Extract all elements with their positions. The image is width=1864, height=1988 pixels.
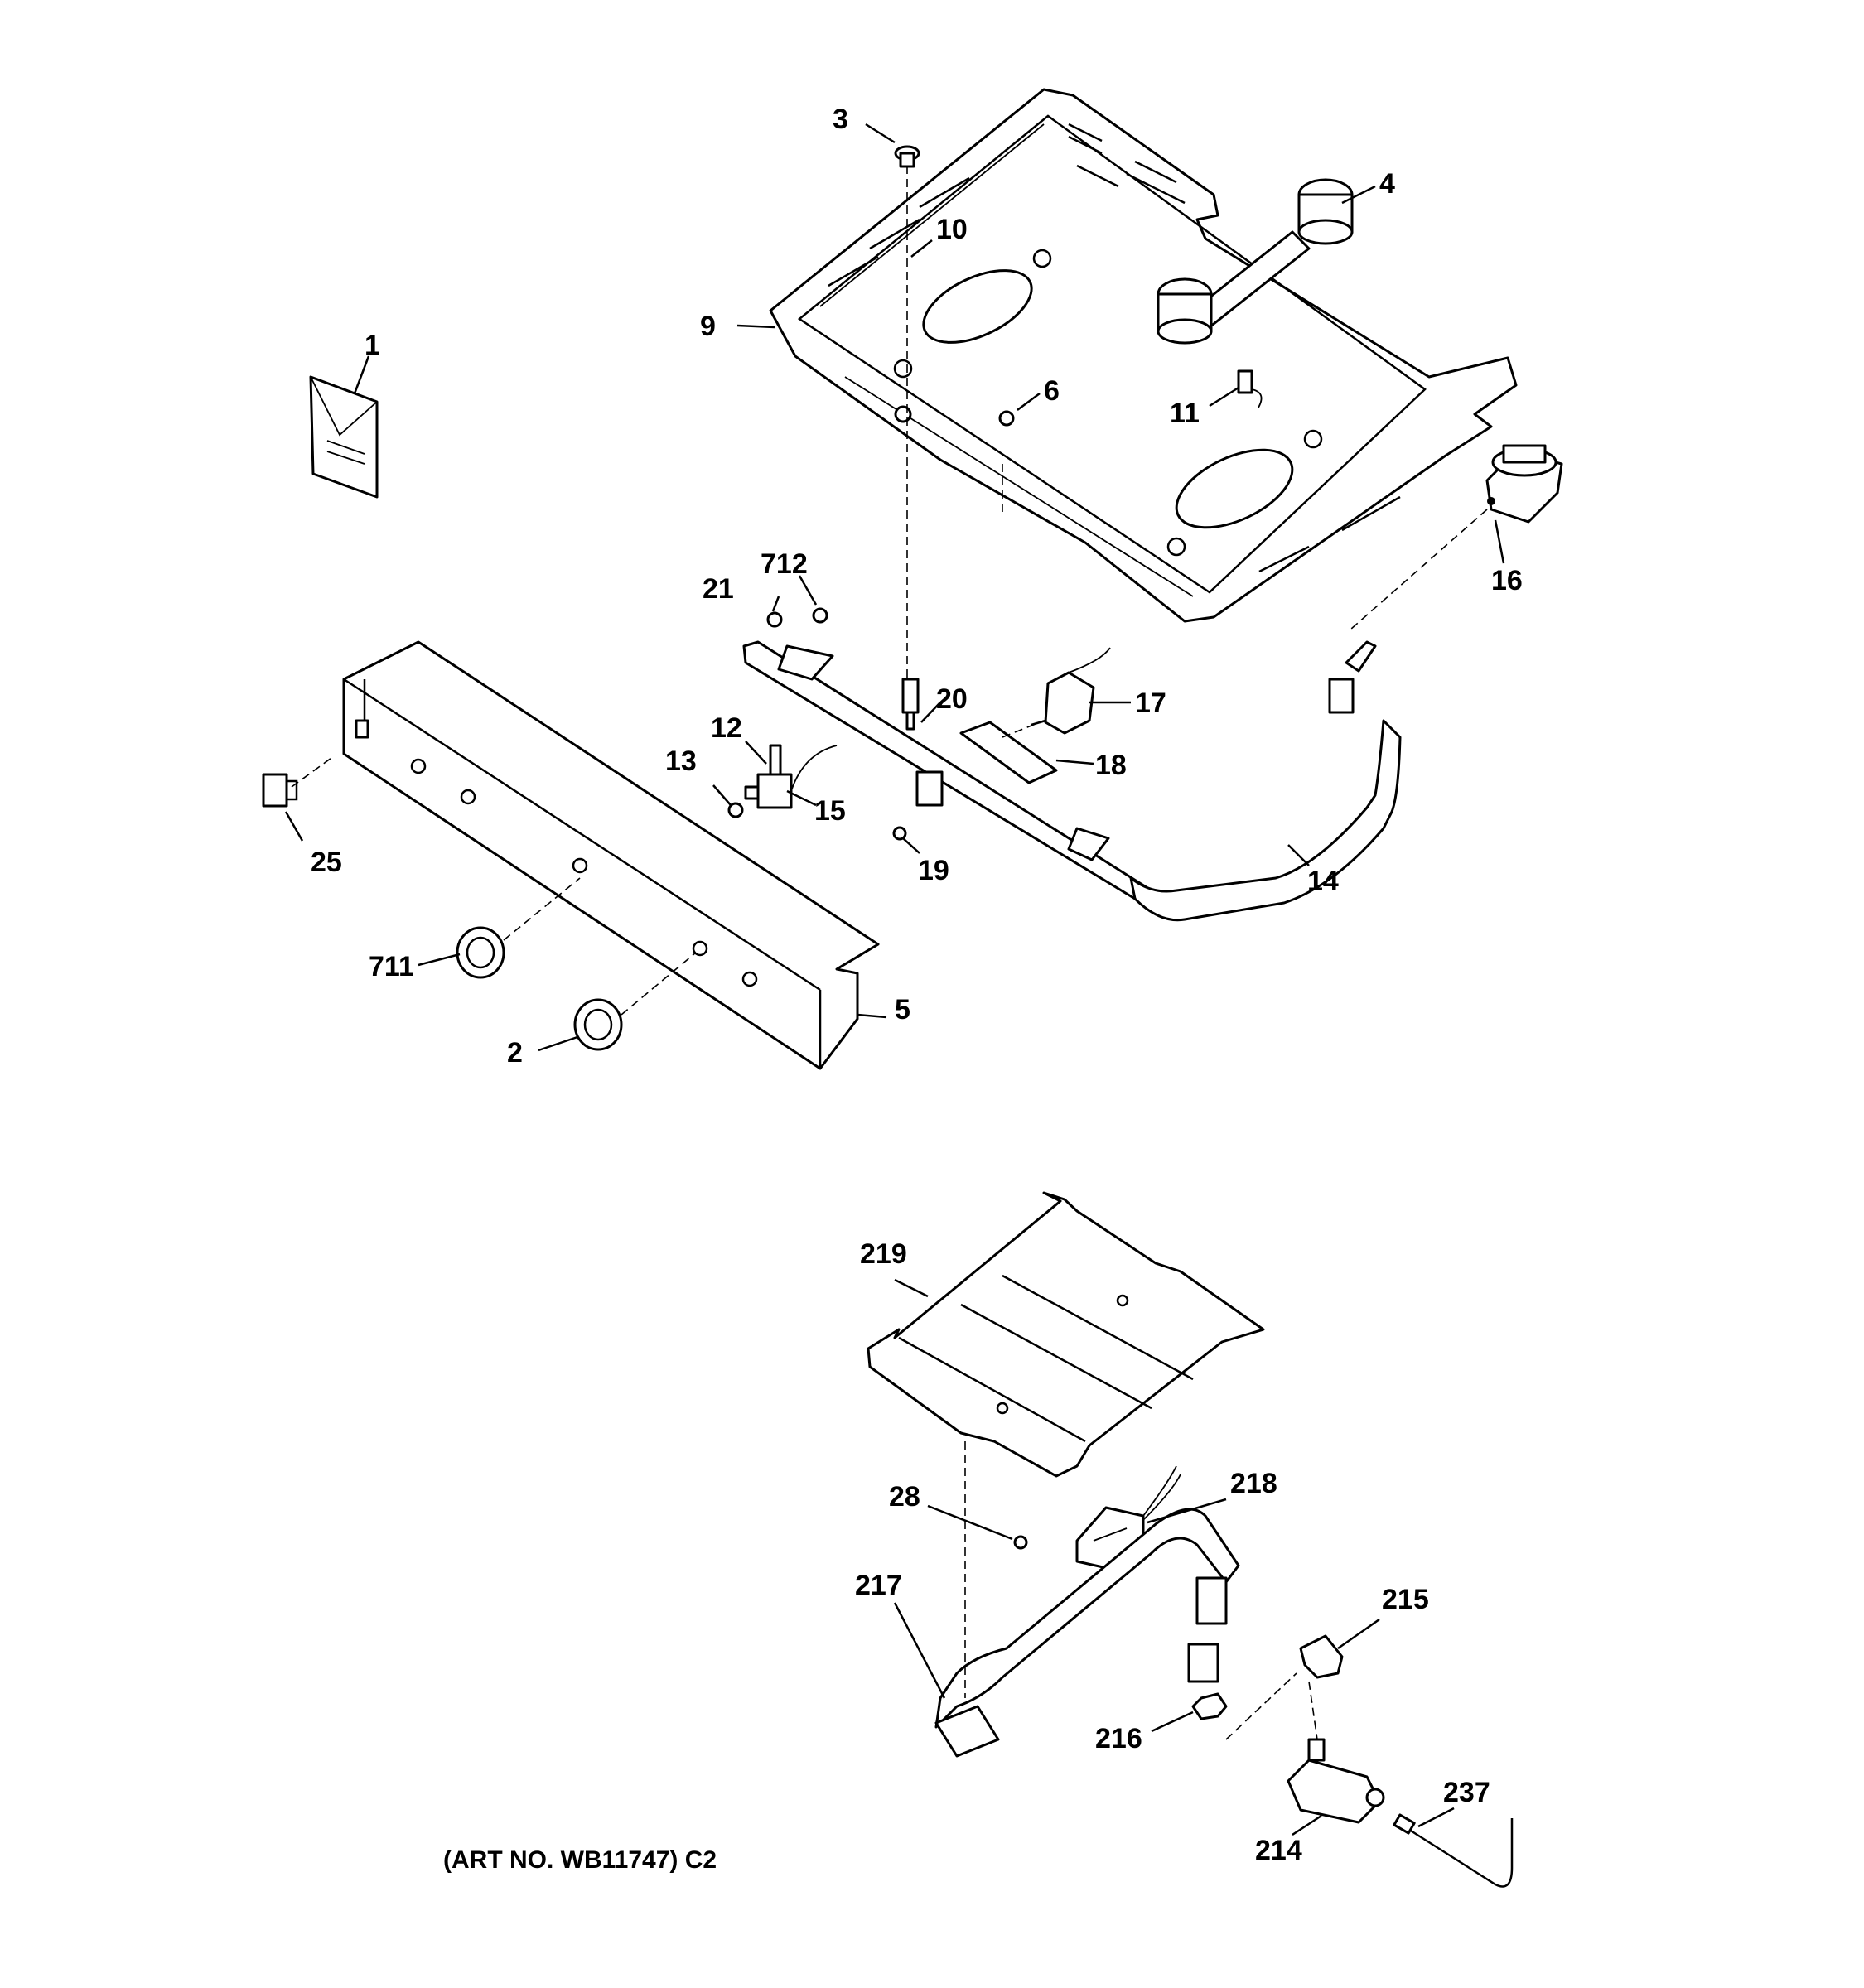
alignment-line [503,877,581,941]
hex-nut [1191,1692,1228,1720]
screw-712 [812,607,828,624]
callout-10: 10 [936,214,968,245]
alignment-line [291,757,332,788]
capillary-tube [1393,1813,1514,1888]
callout-12: 12 [711,712,742,744]
alignment-line [1225,1672,1297,1740]
manifold-panel [342,640,880,1070]
callout-14: 14 [1307,866,1339,897]
orifice-holder [1187,1643,1219,1683]
gas-manifold [742,640,1153,905]
callout-1: 1 [365,330,380,361]
callout-219: 219 [860,1238,907,1270]
callout-3: 3 [833,104,848,135]
callout-28: 28 [889,1481,920,1513]
callout-9: 9 [700,311,716,342]
spark-electrode [1237,369,1263,408]
callout-5: 5 [895,994,910,1025]
switch-bracket [959,721,1058,784]
callout-215: 215 [1382,1584,1429,1615]
burner-box [769,88,1518,623]
callout-13: 13 [665,746,697,777]
oven-baffle [867,1191,1265,1478]
callout-19: 19 [918,855,949,886]
gas-supply-tube [1129,640,1402,922]
callout-20: 20 [936,683,968,715]
screw-6 [998,410,1015,427]
screw-3 [894,145,920,168]
burner-knob-711 [456,926,505,979]
washer [727,802,744,818]
rocker-switch [262,773,298,808]
callout-labels: 1 3 4 10 9 6 11 16 712 21 20 17 12 13 18… [311,104,1523,1866]
callout-15: 15 [814,795,846,827]
leader-lines [284,123,1505,1836]
screw-10 [894,405,912,423]
literature-envelope [309,375,379,499]
callout-218: 218 [1230,1468,1277,1499]
callout-6: 6 [1044,375,1060,407]
alignment-line [1350,509,1488,630]
screw-19 [892,826,907,841]
alignment-line [1002,720,1045,738]
top-burner-assembly [1157,178,1354,345]
screw-28 [1013,1535,1028,1550]
callout-18: 18 [1095,750,1127,781]
callout-21: 21 [703,573,734,605]
art-number-caption: (ART NO. WB11747) C2 [443,1846,717,1874]
callout-11: 11 [1170,398,1200,429]
bracket-215 [1299,1634,1344,1679]
callout-17: 17 [1135,688,1166,719]
oven-burner [934,1508,1240,1758]
callout-4: 4 [1379,168,1395,200]
burner-valve [744,744,838,809]
screw-21 [766,611,783,628]
alignment-line [621,952,697,1016]
gas-regulator [1485,444,1563,524]
callout-214: 214 [1255,1835,1302,1866]
callout-16: 16 [1491,565,1523,596]
burner-knob-2 [573,998,623,1051]
callout-2: 2 [507,1037,523,1069]
callout-216: 216 [1095,1723,1142,1754]
callout-217: 217 [855,1570,902,1601]
callout-711: 711 [369,951,414,982]
spark-switch [1031,647,1111,735]
alignment-line [1308,1681,1318,1740]
thermostat-valve [1287,1738,1385,1824]
callout-25: 25 [311,847,342,878]
callout-237: 237 [1443,1777,1490,1808]
callout-712: 712 [761,548,808,580]
